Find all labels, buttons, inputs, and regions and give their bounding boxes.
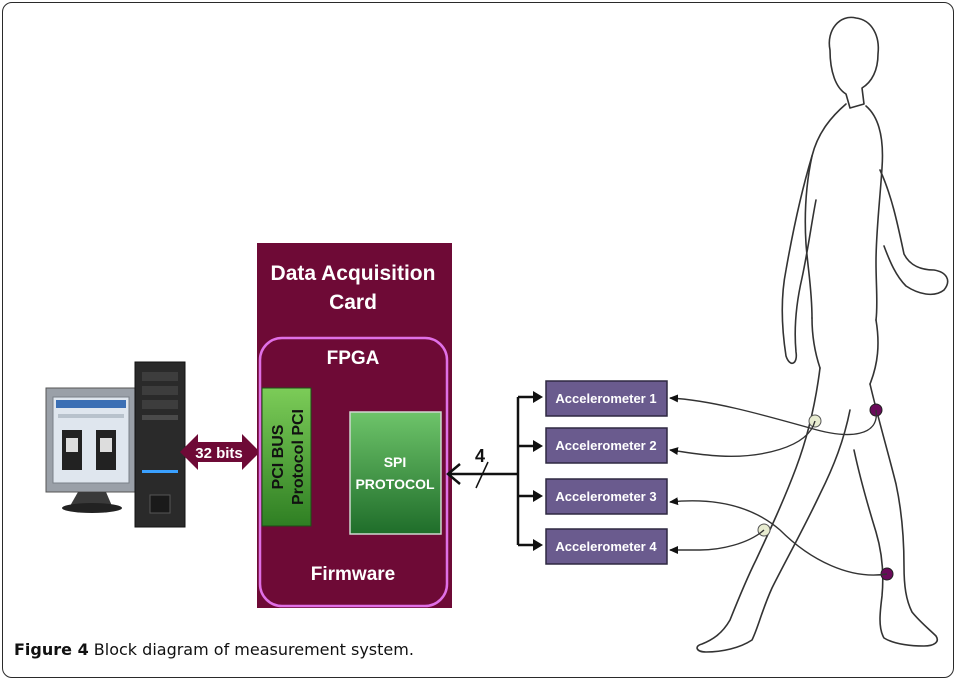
figure-label: Figure 4 [14,640,89,659]
accelerometer-box-4: Accelerometer 4 [545,528,668,565]
data-acquisition-card: Data Acquisition Card FPGA PCI BUS Proto… [257,243,452,608]
walking-person-outline [696,16,949,653]
sensor-wires [669,394,888,576]
card-title-line1: Data Acquisition [271,262,436,285]
accelerometer-box-1: Accelerometer 1 [545,380,668,417]
pci-bus-double-arrow: 32 bits [180,434,260,470]
fpga-label: FPGA [327,348,380,369]
caption-text: Block diagram of measurement system. [93,640,414,659]
figure-caption: Figure 4 Block diagram of measurement sy… [14,640,414,659]
accelerometer-1-label: Accelerometer 1 [555,391,656,406]
spi-lines-label: 4 [475,446,485,466]
accelerometer-box-2: Accelerometer 2 [545,427,668,464]
firmware-label: Firmware [311,564,395,585]
spi-label-line2: PROTOCOL [355,476,435,492]
pci-bus-label: PCI BUS [270,424,287,489]
pci-width-label: 32 bits [195,445,243,462]
card-title-line2: Card [329,291,377,314]
accelerometer-box-3: Accelerometer 3 [545,478,668,515]
desktop-computer-icon [45,361,186,528]
spi-bus-connector [446,391,543,551]
pci-protocol-label: Protocol PCI [290,409,307,505]
spi-label-line1: SPI [384,454,407,470]
spi-protocol-block [349,411,442,535]
fpga-region [258,336,449,608]
pci-bus-block [261,387,312,527]
accelerometer-2-label: Accelerometer 2 [555,438,656,453]
accelerometer-3-label: Accelerometer 3 [555,489,656,504]
accelerometer-4-label: Accelerometer 4 [555,539,657,554]
